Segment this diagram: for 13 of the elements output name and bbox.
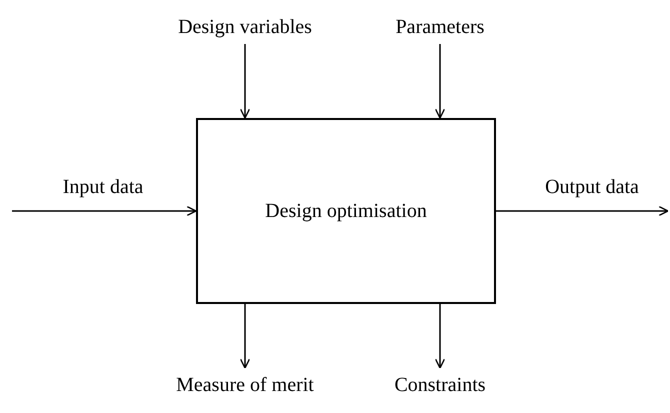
io-label: Constraints: [380, 368, 500, 402]
arrow: [240, 304, 250, 369]
arrow: [434, 44, 446, 119]
io-label: Measure of merit: [140, 368, 350, 402]
io-label: Design variables: [140, 10, 350, 44]
edge-label: Output data: [543, 177, 641, 197]
arrow: [434, 304, 446, 369]
arrow: [496, 206, 669, 216]
process-box: Design optimisation: [196, 118, 496, 304]
arrow: [12, 206, 197, 216]
io-label: Parameters: [380, 10, 500, 44]
arrow: [240, 44, 250, 119]
edge-label: Input data: [60, 177, 146, 197]
